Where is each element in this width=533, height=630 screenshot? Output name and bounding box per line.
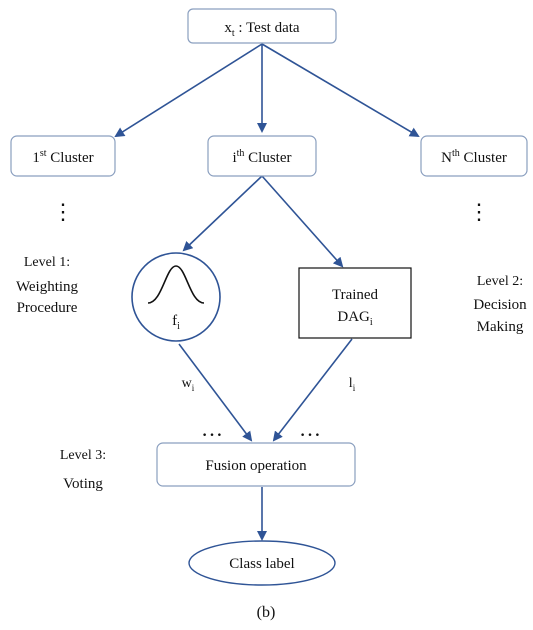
svg-text:Level 2:: Level 2: bbox=[477, 274, 523, 289]
edge-label-right: li bbox=[349, 376, 356, 393]
edge-label-left: wi bbox=[182, 376, 195, 393]
dag-main: DAG bbox=[337, 309, 370, 325]
top-node-sub: t bbox=[232, 28, 235, 39]
top-node-main: x bbox=[224, 20, 232, 36]
level-3-label: Level 3: Voting bbox=[60, 448, 106, 492]
dag-sub: i bbox=[370, 317, 373, 328]
edge-cluster-i-to-weight bbox=[182, 175, 263, 252]
node-cluster-i: ith Cluster bbox=[207, 135, 317, 177]
svg-text:Making: Making bbox=[477, 319, 524, 335]
ellipsis-fusion-right: … bbox=[299, 416, 321, 441]
node-weighting: fi bbox=[131, 252, 221, 342]
node-class-label: Class label bbox=[188, 540, 336, 586]
svg-text:fi: fi bbox=[172, 313, 180, 332]
figure-caption: (b) bbox=[257, 604, 276, 621]
edge-test-to-cluster-1 bbox=[114, 43, 263, 138]
cluster-n-sup: th bbox=[452, 148, 460, 159]
svg-text:Nth Cluster: Nth Cluster bbox=[441, 148, 507, 166]
gaussian-curve-icon bbox=[147, 265, 205, 304]
svg-text:Voting: Voting bbox=[63, 476, 103, 492]
node-test-data: xt : Test data bbox=[187, 8, 337, 44]
fusion-label: Fusion operation bbox=[205, 458, 307, 474]
cluster-n-pre: N bbox=[441, 150, 452, 166]
dag-line1: Trained bbox=[332, 287, 379, 303]
edge-dag-to-fusion bbox=[272, 338, 353, 442]
svg-text:Procedure: Procedure bbox=[17, 300, 78, 316]
level-2-label: Level 2: Decision Making bbox=[473, 274, 527, 335]
class-label-text: Class label bbox=[229, 556, 294, 572]
node-trained-dag: Trained DAGi bbox=[298, 267, 412, 339]
cluster-1-sup: st bbox=[40, 148, 47, 159]
cluster-n-post: Cluster bbox=[460, 150, 507, 166]
node-cluster-1: 1st Cluster bbox=[10, 135, 116, 177]
svg-text:Decision: Decision bbox=[473, 297, 527, 313]
cluster-1-pre: 1 bbox=[32, 150, 40, 166]
ellipsis-left: ⋮ bbox=[52, 199, 74, 224]
svg-text:Weighting: Weighting bbox=[16, 279, 79, 295]
top-node-suffix: : Test data bbox=[235, 20, 300, 36]
edge-weight-to-fusion bbox=[178, 343, 253, 442]
edge-test-to-cluster-n bbox=[261, 43, 420, 138]
level-1-label: Level 1: Weighting Procedure bbox=[16, 255, 79, 316]
svg-text:1st Cluster: 1st Cluster bbox=[32, 148, 93, 166]
cluster-i-post: Cluster bbox=[244, 150, 291, 166]
cluster-1-post: Cluster bbox=[47, 150, 94, 166]
node-fusion: Fusion operation bbox=[156, 442, 356, 487]
svg-text:DAGi: DAGi bbox=[337, 309, 373, 328]
weight-node-sub: i bbox=[177, 321, 180, 332]
edge-cluster-i-to-dag bbox=[261, 175, 344, 268]
cluster-i-pre: i bbox=[232, 150, 236, 166]
weight-node-main: f bbox=[172, 313, 177, 329]
ellipsis-fusion-left: … bbox=[201, 416, 223, 441]
svg-text:Level 3:: Level 3: bbox=[60, 448, 106, 463]
svg-text:ith Cluster: ith Cluster bbox=[232, 148, 291, 166]
svg-text:Level 1:: Level 1: bbox=[24, 255, 70, 270]
edges bbox=[114, 43, 420, 541]
ellipsis-right: ⋮ bbox=[468, 199, 490, 224]
cluster-i-sup: th bbox=[237, 148, 245, 159]
node-cluster-n: Nth Cluster bbox=[420, 135, 528, 177]
svg-text:xt : Test data: xt : Test data bbox=[224, 20, 300, 39]
